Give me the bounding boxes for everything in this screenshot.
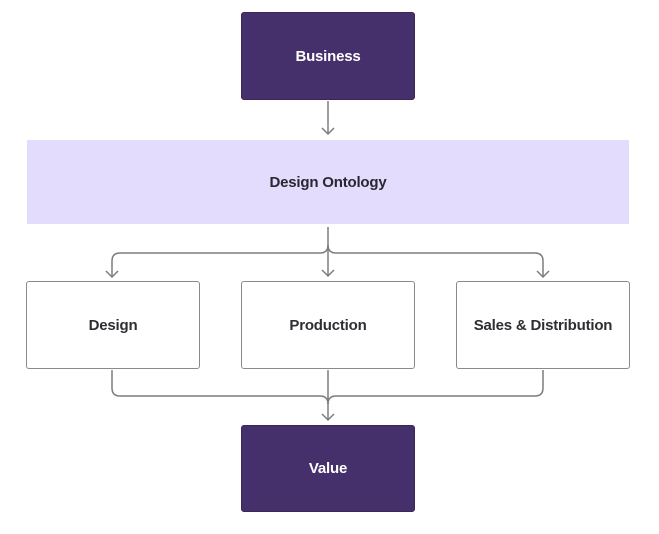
arrowhead-to-production: [321, 269, 335, 278]
arrowhead-to-sales: [536, 270, 550, 279]
design-ontology-label: Design Ontology: [269, 173, 387, 191]
business-node: Business: [241, 12, 415, 100]
production-label: Production: [289, 316, 367, 334]
arrow-ontology-to-design: [111, 244, 329, 277]
arrow-sales-to-value: [327, 370, 544, 405]
sales-distribution-node: Sales & Distribution: [456, 281, 630, 369]
arrow-ontology-to-sales: [327, 244, 544, 277]
business-label: Business: [295, 47, 361, 65]
production-node: Production: [241, 281, 415, 369]
sales-distribution-label: Sales & Distribution: [473, 316, 613, 334]
value-node: Value: [241, 425, 415, 512]
design-ontology-band: Design Ontology: [27, 140, 629, 224]
value-label: Value: [308, 460, 348, 477]
arrow-design-to-value: [111, 370, 329, 405]
arrowhead-business-to-ontology: [321, 127, 335, 136]
arrowhead-to-design: [105, 270, 119, 279]
design-node: Design: [26, 281, 200, 369]
design-label: Design: [88, 316, 138, 334]
arrowhead-to-value: [321, 413, 335, 422]
